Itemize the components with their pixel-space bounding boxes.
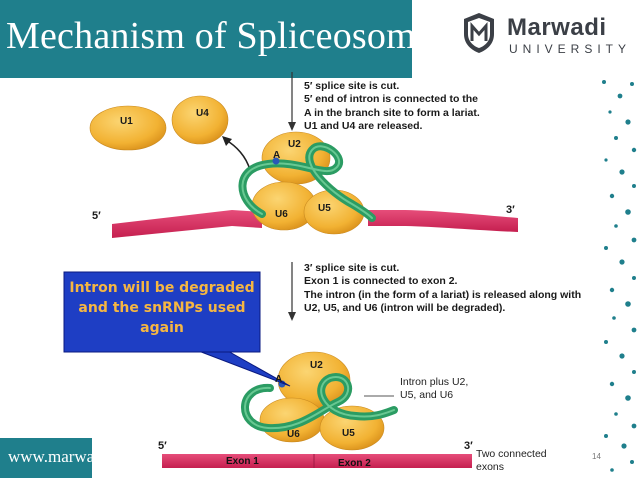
a-top-label: A [273, 150, 281, 161]
connected-exons-annotation: Two connected exons [476, 448, 547, 474]
u6-bottom-label: U6 [287, 429, 300, 440]
release-arrow [225, 139, 251, 171]
callout-box [63, 271, 261, 353]
brand-name: Marwadi [507, 14, 607, 41]
page-title: Mechanism of Spliceosome [6, 15, 433, 57]
exon2-bar [314, 454, 472, 468]
page-number: 14 [592, 452, 601, 461]
a-bottom-label: A [275, 374, 283, 385]
step2-note: 3′ splice site is cut. Exon 1 is connect… [304, 262, 582, 315]
five-prime-top: 5′ [92, 210, 101, 222]
brand-subtitle: UNIVERSITY [509, 42, 632, 56]
pre-mrna-left [112, 210, 262, 238]
footer-bar: www.marwadi [0, 438, 92, 478]
u1-snrnp [89, 105, 167, 151]
u1-label: U1 [120, 116, 133, 127]
u4-snrnp [171, 95, 229, 145]
three-prime-bottom: 3′ [464, 440, 473, 452]
three-prime-top: 3′ [506, 204, 515, 216]
step1-note: 5′ splice site is cut. 5′ end of intron … [304, 80, 480, 133]
title-banner: Mechanism of Spliceosome [0, 0, 433, 78]
u5-bottom-label: U5 [342, 428, 355, 439]
exon2-label: Exon 2 [338, 458, 371, 469]
intron-plus-annotation: Intron plus U2, U5, and U6 [400, 376, 469, 402]
u5-top-label: U5 [318, 203, 331, 214]
university-logo: Marwadi UNIVERSITY [463, 12, 633, 62]
callout-text: Intron will be degraded and the snRNPs u… [69, 280, 255, 336]
exon1-bar [162, 454, 314, 468]
u2-bottom-label: U2 [310, 360, 323, 371]
five-prime-bottom: 5′ [158, 440, 167, 452]
footer-url: www.marwadi [8, 447, 92, 466]
u4-label: U4 [196, 108, 209, 119]
exon1-label: Exon 1 [226, 456, 259, 467]
pre-mrna-right [368, 210, 518, 232]
branch-a-top [272, 157, 280, 165]
u2-top-label: U2 [288, 139, 301, 150]
shield-icon [464, 13, 494, 53]
u6-top-label: U6 [275, 209, 288, 220]
